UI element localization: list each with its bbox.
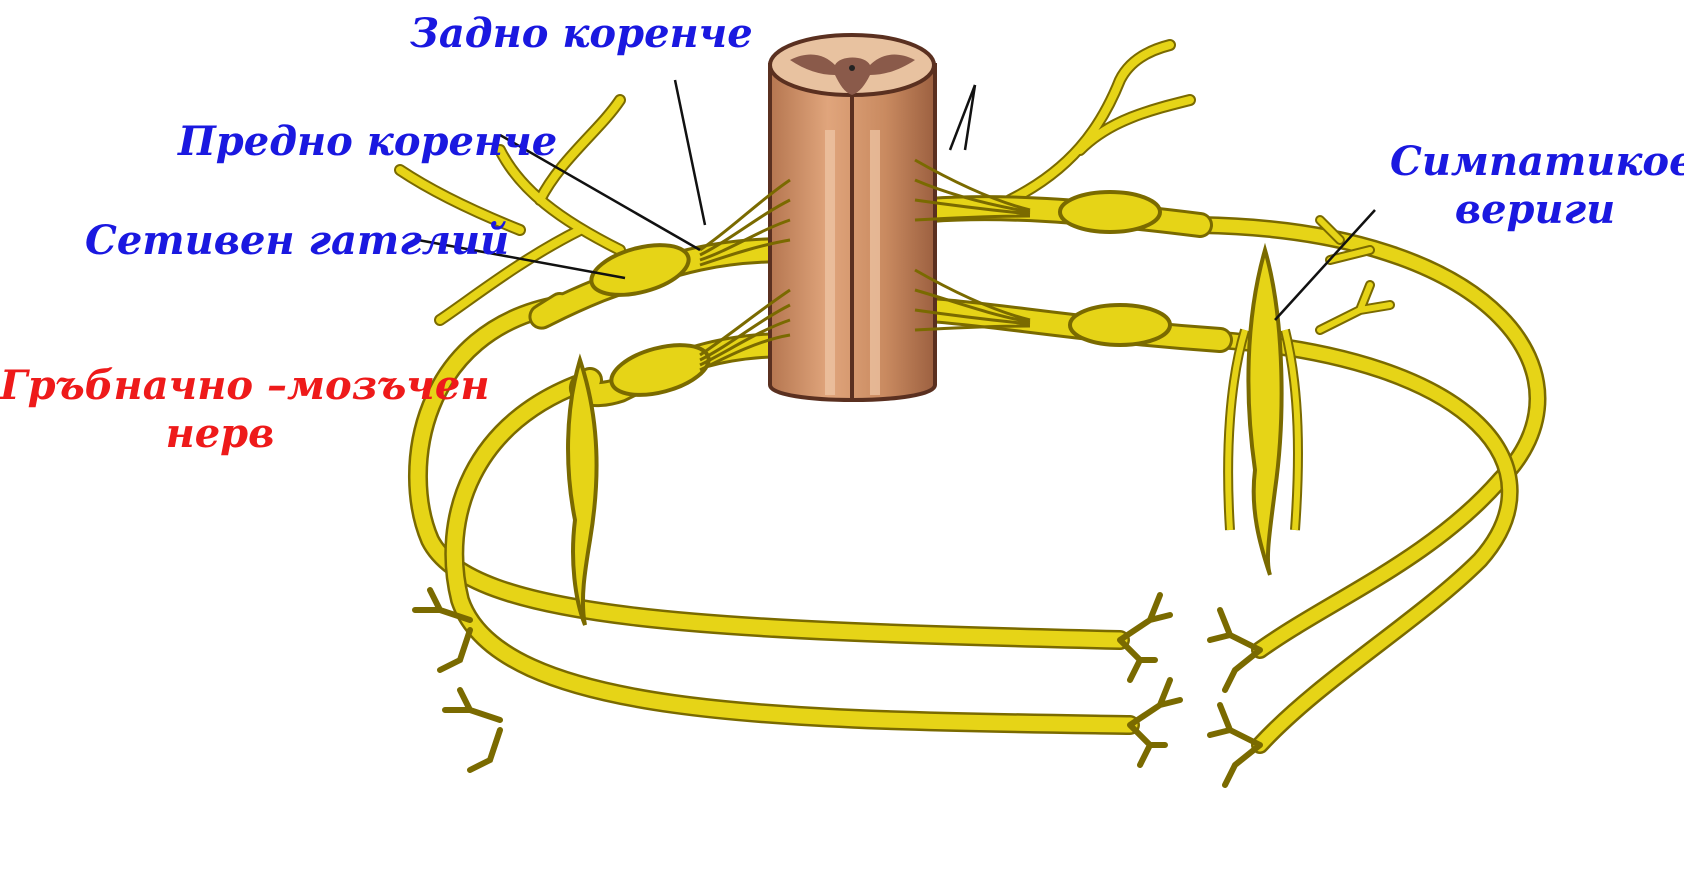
label-dorsal-root: Задно коренче (410, 10, 753, 58)
label-spinal-nerve-line1: Гръбначно –мозъчен (0, 362, 440, 410)
left-lower-ganglion (606, 336, 714, 404)
leader-dorsal-root (675, 80, 705, 225)
label-sympathetic-line2: вериги (1390, 186, 1680, 234)
right-upper-ganglion (1060, 192, 1160, 232)
right-lower-ganglion (1070, 305, 1170, 345)
label-sympathetic-line1: Симпатикови (1390, 138, 1680, 186)
spinal-cord (770, 35, 935, 400)
label-sympathetic-chains: Симпатикови вериги (1390, 138, 1680, 234)
right-sympathetic-chain (1248, 250, 1281, 575)
label-spinal-nerve: Гръбначно –мозъчен нерв (0, 362, 440, 458)
nerve-endings (415, 590, 1260, 785)
label-spinal-nerve-line2: нерв (0, 410, 440, 458)
label-sensory-ganglion: Сетивен гатглий (85, 217, 509, 265)
label-ventral-root: Предно коренче (178, 118, 557, 166)
left-sympathetic-chain (568, 360, 597, 625)
